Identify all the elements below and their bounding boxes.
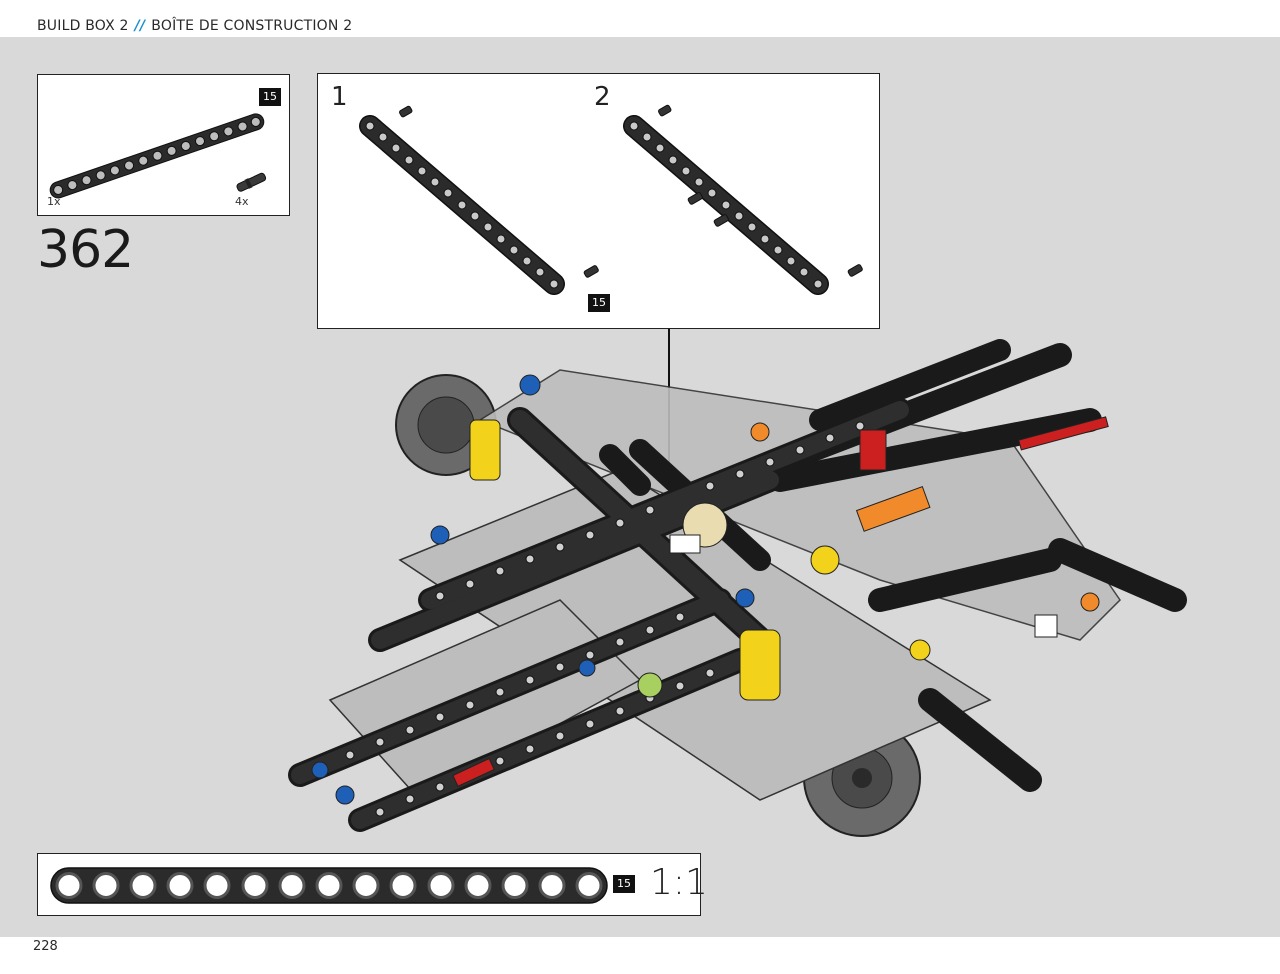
step-number: 362 [37,220,134,280]
ruler-length-badge: 15 [613,875,635,893]
substep-length-badge: 15 [588,294,610,312]
header-separator: // [134,18,146,34]
substep-2-beam [623,104,863,295]
substep-callout: 1 2 15 [317,73,880,329]
footer-bar [0,937,1280,974]
axle-pin-icon [236,172,267,192]
parts-illustration [49,113,267,199]
scale-ruler-box: 15 [37,853,701,916]
substep-illustration [359,104,863,295]
part-qty-beam: 1x [47,195,61,208]
page-header: BUILD BOX 2 // BOÎTE DE CONSTRUCTION 2 [37,18,352,34]
substep-1-beam [359,105,599,295]
substep-label-1: 1 [331,82,348,112]
page-number: 228 [33,939,58,954]
header-subtitle: BOÎTE DE CONSTRUCTION 2 [151,18,353,34]
scale-ruler-beam [50,867,608,904]
substep-label-2: 2 [594,82,611,112]
scale-label: 1:1 [650,862,708,903]
parts-list-box: 15 1x 4x [37,74,290,216]
header-bar [0,0,1280,37]
part-qty-pin: 4x [235,195,249,208]
part-length-badge: 15 [259,88,281,106]
header-title: BUILD BOX 2 [37,18,129,34]
